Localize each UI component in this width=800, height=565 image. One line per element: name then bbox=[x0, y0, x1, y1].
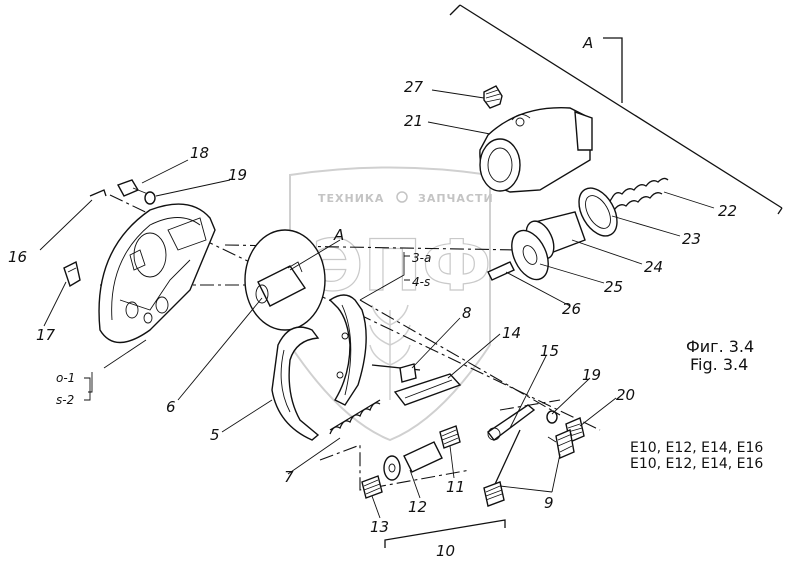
washer-19 bbox=[546, 410, 558, 424]
callout-14: 14 bbox=[502, 324, 521, 342]
view-a-bracket: A bbox=[449, 4, 783, 215]
callout-6: 6 bbox=[166, 398, 176, 416]
callout-21: 21 bbox=[404, 112, 423, 130]
wheel-cylinder-21 bbox=[479, 107, 593, 193]
watermark-text-right: ЗАПЧАСТИ bbox=[418, 192, 494, 205]
callout-27: 27 bbox=[404, 78, 424, 96]
label-o-1: o-1 bbox=[56, 371, 75, 385]
view-a-label: A bbox=[582, 34, 593, 52]
brake-shoe-3-4 bbox=[328, 294, 367, 406]
spring-9 bbox=[483, 429, 575, 507]
callout-5: 5 bbox=[210, 426, 220, 444]
adjuster-body-12 bbox=[383, 441, 443, 481]
cylinder-detail-6 bbox=[244, 229, 326, 331]
watermark-text-left: ТЕХНИКА bbox=[318, 192, 384, 205]
callout-13: 13 bbox=[370, 518, 389, 536]
label-3-a: 3-a bbox=[412, 251, 431, 265]
callout-24: 24 bbox=[644, 258, 663, 276]
callout-15: 15 bbox=[540, 342, 559, 360]
figure-caption: Фиг. 3.4 Fig. 3.4 E10, E12, E14, E16 E10… bbox=[630, 337, 763, 472]
models-line-1: E10, E12, E14, E16 bbox=[630, 440, 763, 456]
brake-shoe-5 bbox=[271, 326, 320, 441]
callout-17: 17 bbox=[36, 326, 56, 344]
bracket-10 bbox=[384, 519, 506, 548]
view-labels: A 3-a 4-s o-1 s-2 bbox=[56, 226, 431, 407]
gear-icon bbox=[396, 191, 408, 203]
callout-22: 22 bbox=[718, 202, 737, 220]
callout-11: 11 bbox=[446, 478, 465, 496]
clip-17 bbox=[63, 260, 81, 288]
callout-20: 20 bbox=[616, 386, 635, 404]
spring-8 bbox=[371, 363, 421, 383]
callout-26: 26 bbox=[562, 300, 581, 318]
callout-9: 9 bbox=[544, 494, 554, 512]
adjuster-screw-11 bbox=[439, 425, 461, 449]
bleeder-valve-27 bbox=[483, 85, 503, 109]
pin-16 bbox=[89, 189, 107, 197]
fig-caption-ru: Фиг. 3.4 bbox=[686, 337, 754, 356]
spring-7 bbox=[329, 399, 381, 435]
callout-7: 7 bbox=[284, 468, 294, 486]
callout-8: 8 bbox=[462, 304, 472, 322]
callout-19-top: 19 bbox=[228, 166, 247, 184]
washer-19-top bbox=[144, 191, 156, 205]
callout-25: 25 bbox=[604, 278, 623, 296]
label-s-2: s-2 bbox=[56, 393, 74, 407]
fig-caption-en: Fig. 3.4 bbox=[690, 355, 748, 374]
spring-22 bbox=[608, 177, 669, 211]
pushrod-26 bbox=[487, 261, 515, 281]
cup-23 bbox=[578, 187, 618, 237]
callout-18: 18 bbox=[190, 144, 209, 162]
callout-23: 23 bbox=[682, 230, 701, 248]
callout-10: 10 bbox=[436, 542, 455, 560]
view-a-detail-label: A bbox=[333, 226, 344, 244]
callout-numbers: 27 21 18 19 16 22 23 24 25 26 17 8 14 15… bbox=[8, 78, 737, 560]
callout-12: 12 bbox=[408, 498, 427, 516]
strut-14 bbox=[393, 373, 462, 406]
backing-plate bbox=[98, 203, 216, 344]
boot-25 bbox=[511, 229, 549, 281]
watermark: ТЕХНИКА ЗАПЧАСТИ ЭПФ bbox=[289, 166, 494, 442]
leader-lines bbox=[39, 89, 715, 519]
callout-16: 16 bbox=[8, 248, 27, 266]
label-4-s: 4-s bbox=[412, 275, 430, 289]
lever-15 bbox=[486, 404, 536, 441]
models-line-2: E10, E12, E14, E16 bbox=[630, 456, 763, 472]
bolt-18 bbox=[116, 179, 149, 197]
watermark-brand: ЭПФ bbox=[312, 225, 491, 307]
callout-19: 19 bbox=[582, 366, 601, 384]
adjuster-nut-13 bbox=[361, 475, 383, 499]
wheat-icon bbox=[369, 304, 411, 400]
